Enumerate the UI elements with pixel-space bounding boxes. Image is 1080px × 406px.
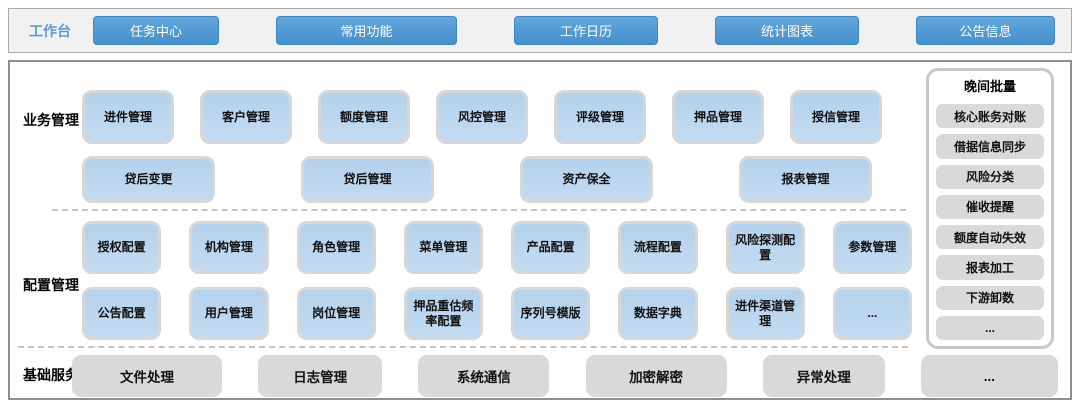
service-tile: 文件处理 xyxy=(72,355,222,397)
module-tile: 授信管理 xyxy=(790,90,882,144)
workbench-label: 工作台 xyxy=(29,22,71,39)
section-label-config: 配置管理 xyxy=(23,277,79,293)
service-tile: 加密解密 xyxy=(585,355,727,397)
module-tile: 押品管理 xyxy=(672,90,764,144)
module-tile: 额度管理 xyxy=(318,90,410,144)
workbench-button-row: 任务中心 常用功能 工作日历 统计图表 公告信息 xyxy=(93,16,1055,45)
night-batch-item: 核心账务对账 xyxy=(936,104,1044,129)
night-batch-item: 下游卸数 xyxy=(936,285,1044,310)
workbench-button: 统计图表 xyxy=(715,16,859,45)
section-divider xyxy=(52,209,906,211)
module-tile: 序列号模版 xyxy=(511,287,591,340)
section-label-business: 业务管理 xyxy=(23,112,79,128)
service-tile: 系统通信 xyxy=(418,355,550,397)
workbench-button: 公告信息 xyxy=(916,16,1055,45)
module-tile: 角色管理 xyxy=(296,221,376,274)
workbench-button: 工作日历 xyxy=(514,16,658,45)
module-tile: 贷后变更 xyxy=(82,156,215,203)
module-tile: 客户管理 xyxy=(200,90,292,144)
module-tile: 押品重估频率配置 xyxy=(403,287,483,340)
main-panel: 业务管理 配置管理 基础服务 进件管理 客户管理 额度管理 风控管理 评级管理 … xyxy=(8,60,1072,400)
night-batch-panel: 晚间批量 核心账务对账 借据信息同步 风险分类 催收提醒 额度自动失效 报表加工… xyxy=(926,68,1054,349)
night-batch-item: 借据信息同步 xyxy=(936,134,1044,159)
module-tile: 公告配置 xyxy=(82,287,162,340)
module-tile: 资产保全 xyxy=(520,156,653,203)
night-batch-item: 催收提醒 xyxy=(936,194,1044,219)
night-batch-item-ellipsis: ... xyxy=(936,315,1044,340)
module-tile: 流程配置 xyxy=(618,221,698,274)
section-label-base: 基础服务 xyxy=(23,367,79,383)
module-tile: 岗位管理 xyxy=(296,287,376,340)
config-row-1: 授权配置 机构管理 角色管理 菜单管理 产品配置 流程配置 风险探测配置 参数管… xyxy=(82,221,912,274)
module-tile: 进件管理 xyxy=(82,90,174,144)
module-tile: 风控管理 xyxy=(436,90,528,144)
module-tile: 报表管理 xyxy=(739,156,872,203)
module-tile: 风险探测配置 xyxy=(725,221,805,274)
section-divider xyxy=(18,346,908,348)
night-batch-item: 报表加工 xyxy=(936,255,1044,280)
workbench-bar: 工作台 任务中心 常用功能 工作日历 统计图表 公告信息 xyxy=(8,8,1072,53)
module-tile: 贷后管理 xyxy=(301,156,434,203)
module-tile-ellipsis: ... xyxy=(832,287,912,340)
night-batch-title: 晚间批量 xyxy=(963,79,1016,94)
base-services-row: 文件处理 日志管理 系统通信 加密解密 异常处理 ... xyxy=(72,355,1058,397)
module-tile: 数据字典 xyxy=(618,287,698,340)
module-tile: 授权配置 xyxy=(82,221,162,274)
module-tile: 进件渠道管理 xyxy=(725,287,805,340)
module-tile: 产品配置 xyxy=(511,221,591,274)
module-tile: 参数管理 xyxy=(832,221,912,274)
module-tile: 菜单管理 xyxy=(403,221,483,274)
module-tile: 用户管理 xyxy=(189,287,269,340)
workbench-button: 任务中心 xyxy=(93,16,219,45)
module-tile: 机构管理 xyxy=(189,221,269,274)
service-tile: 日志管理 xyxy=(258,355,383,397)
service-tile-ellipsis: ... xyxy=(920,355,1058,397)
night-batch-item: 额度自动失效 xyxy=(936,225,1044,250)
config-row-2: 公告配置 用户管理 岗位管理 押品重估频率配置 序列号模版 数据字典 进件渠道管… xyxy=(82,287,912,340)
business-row-2: 贷后变更 贷后管理 资产保全 报表管理 xyxy=(82,156,872,203)
service-tile: 异常处理 xyxy=(762,355,885,397)
workbench-button: 常用功能 xyxy=(276,16,457,45)
night-batch-item: 风险分类 xyxy=(936,164,1044,189)
module-tile: 评级管理 xyxy=(554,90,646,144)
business-row-1: 进件管理 客户管理 额度管理 风控管理 评级管理 押品管理 授信管理 xyxy=(82,90,882,144)
